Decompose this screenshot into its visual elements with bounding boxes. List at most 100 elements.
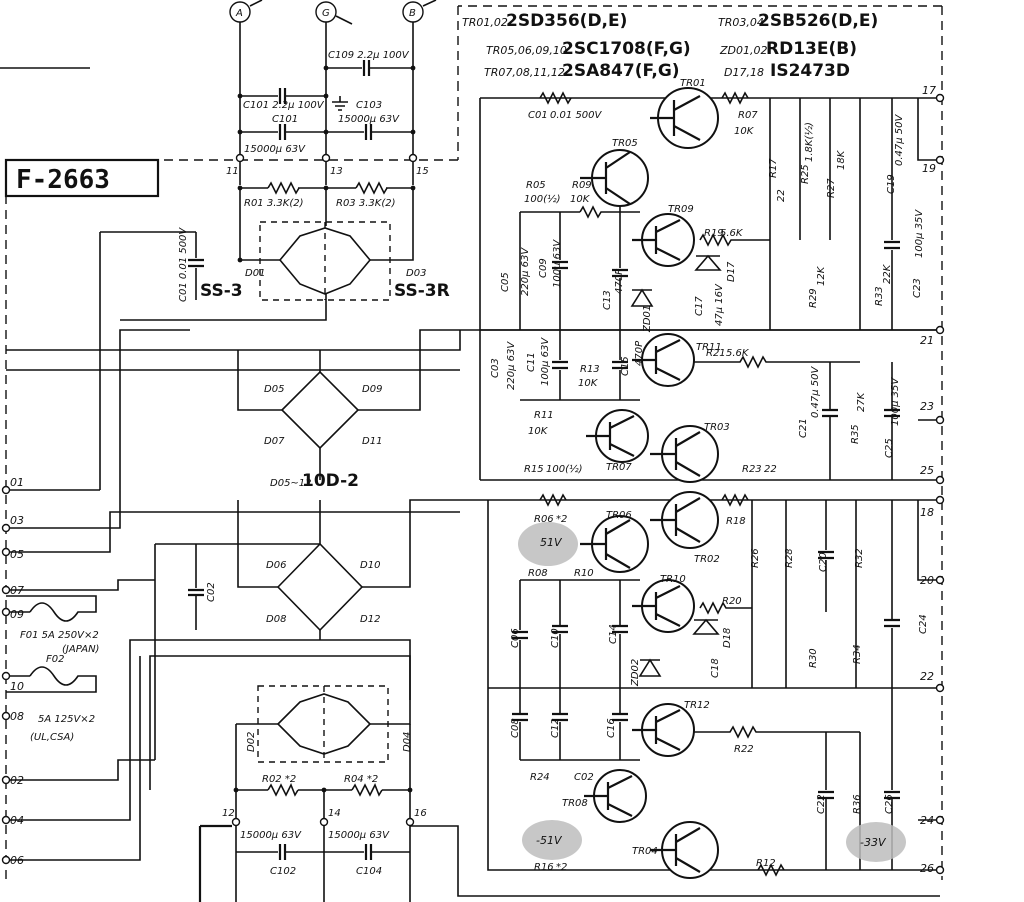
c22-label: C22	[816, 794, 827, 814]
r13-label: R13	[580, 364, 600, 375]
r29-label: R29	[808, 288, 819, 308]
c14-label: C14	[608, 624, 619, 644]
c103-value: 15000μ 63V	[338, 114, 400, 125]
c03-value: 220μ 63V	[506, 341, 517, 390]
r09-label: R09	[572, 180, 592, 191]
voltage-minus-33v: -33V	[860, 836, 887, 849]
d08-label: D08	[266, 614, 286, 625]
voltage-51v: 51V	[540, 536, 563, 549]
r23-label: R23	[742, 464, 762, 475]
right-terminals: 17 19 21 23 25 18 20 22 24 26	[920, 84, 945, 875]
top-supply: C109 2.2μ 100V C101 2.2μ 100V C101 15000…	[0, 22, 416, 158]
part-name-5: 2SA847(F,G)	[562, 61, 680, 81]
c101b-label: C101	[272, 114, 298, 125]
r07-label: R05	[526, 180, 546, 191]
terminal-19: 19	[922, 162, 936, 175]
bridge-ss3: SS-3	[200, 281, 243, 301]
c17-label: C17	[694, 296, 705, 316]
r23-value: 22	[764, 464, 777, 475]
middle-amp: C03 220μ 63V C11 100μ 63V R13 10K C15 47…	[490, 330, 901, 483]
c17-value: 47μ 16V	[714, 283, 725, 326]
r07-value: 100(½)	[524, 193, 561, 205]
terminal-g: G	[322, 8, 330, 19]
r16-label: R16	[534, 862, 554, 873]
tr09-label: TR09	[668, 204, 694, 215]
amplifier-rails	[479, 97, 940, 871]
f02-label: F02	[46, 654, 64, 665]
c25-label: C25	[884, 438, 895, 458]
d10-label: D10	[360, 560, 380, 571]
node-16: 16	[414, 808, 427, 819]
r06-label: R06	[534, 514, 554, 525]
r09-value: 10K	[570, 194, 591, 205]
part-refs-1: TR01,02	[462, 16, 508, 29]
r34-label: R34	[852, 644, 863, 664]
r19-value: 5.6K	[720, 228, 744, 239]
d02-label: D02	[246, 732, 257, 752]
upper-nodes: 11 13 15 R01 3.3K(2) R03 3.3K(2)	[226, 153, 429, 209]
node-11: 11	[226, 166, 239, 177]
c102-label: C102	[270, 866, 296, 877]
tr03-label: TR03	[704, 422, 730, 433]
r30-label: R30	[808, 648, 819, 668]
r21-value: 5.6K	[726, 348, 750, 359]
part-refs-6: D17,18	[724, 66, 764, 79]
tr05-label: TR05	[612, 138, 638, 149]
board-outline	[5, 5, 943, 880]
tr02-label: TR02	[694, 554, 720, 565]
r26-label: R26	[750, 548, 761, 568]
r11-value: 10K	[528, 426, 549, 437]
terminal-09: 09	[10, 608, 24, 621]
terminal-23: 23	[920, 400, 934, 413]
node-15: 15	[416, 166, 429, 177]
c24-label: C24	[918, 614, 929, 634]
f01-note: (JAPAN)	[62, 644, 99, 655]
part-refs-5: TR07,08,11,12	[484, 66, 565, 79]
r05-value: 0.01 500V	[550, 110, 603, 121]
r01-label: R01 3.3K(2)	[244, 198, 303, 209]
c21-label: C21	[798, 418, 809, 438]
d17-label: D17	[726, 261, 737, 282]
terminal-08: 08	[10, 710, 24, 723]
terminal-04: 04	[10, 814, 24, 827]
r10-label: R10	[574, 568, 594, 579]
bridge-ss3r: SS-3R	[394, 281, 450, 301]
r15-label: R15	[524, 464, 544, 475]
c01-label: C01 0.01 500V	[178, 227, 189, 302]
r31-label: C19	[886, 174, 897, 194]
c101-label: C101 2.2μ 100V	[243, 100, 325, 111]
terminal-05: 05	[10, 548, 24, 561]
part-name-3: 2SC1708(F,G)	[562, 39, 691, 59]
tr07-label: TR07	[606, 462, 632, 473]
d12-label: D12	[360, 614, 380, 625]
tr04-label: TR04	[632, 846, 658, 857]
c11-value: 100μ 63V	[540, 337, 551, 386]
terminal-06: 06	[10, 854, 24, 867]
bridge-10d2: 10D-2	[302, 471, 359, 491]
c02-label: C02	[206, 582, 217, 602]
c23-value: 100μ 35V	[914, 209, 925, 258]
left-terminal-wires: 01 03 05 07 09 10 08 02 04 06	[1, 329, 460, 867]
c25-value: 100μ 35V	[890, 377, 901, 426]
terminal-03: 03	[10, 514, 24, 527]
d11-label: D11	[362, 436, 382, 447]
voltage-minus-51v: -51V	[536, 834, 563, 847]
zd02-label: ZD02	[630, 659, 641, 687]
node-14: 14	[328, 808, 341, 819]
c09-label: C09	[538, 258, 549, 278]
c104-value: 15000μ 63V	[328, 830, 390, 841]
tr01-label: TR01	[680, 78, 706, 89]
part-list: TR01,02 2SD356(D,E) TR03,04 2SB526(D,E) …	[462, 11, 878, 81]
tr08-label: TR08	[562, 798, 588, 809]
top-terminals: A G B	[229, 0, 437, 25]
c13-label: C13	[602, 290, 613, 310]
upper-amp: C01 0.01 500V TR01 R07 10K TR05 R05 100(…	[500, 78, 925, 333]
f02-value: 5A 125V×2	[38, 714, 95, 725]
terminal-21: 21	[920, 334, 934, 347]
terminal-b: B	[409, 8, 416, 19]
r16-value: *2	[556, 862, 567, 873]
c12-label: C12	[550, 718, 561, 738]
r36-label: R36	[852, 794, 863, 814]
c05-label: C05	[500, 272, 511, 292]
part-refs-2: TR03,04	[718, 16, 764, 29]
